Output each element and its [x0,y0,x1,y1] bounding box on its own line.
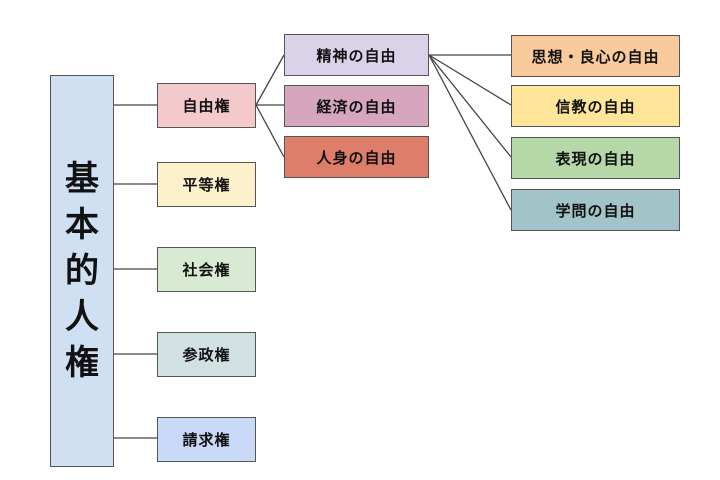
node-freedom-of-religion: 信教の自由 [511,85,680,127]
root-char: 的 [65,251,99,291]
node-personal-freedom: 人身の自由 [284,136,429,178]
connector-freedom-spiritual [255,54,285,106]
node-academic-freedom: 学問の自由 [511,189,680,231]
connector-freedom-personal [255,104,285,158]
node-freedom-of-thought: 思想・良心の自由 [511,35,680,77]
node-equality-rights: 平等権 [157,162,256,207]
connector-spiritual-academic [428,54,512,211]
root-char: 本 [65,205,99,245]
node-petition-rights: 請求権 [157,417,256,462]
node-spiritual-freedom: 精神の自由 [284,34,429,76]
root-node-fundamental-human-rights: 基 本 的 人 権 [50,75,114,467]
root-char: 権 [65,343,99,383]
connector-spiritual-expression [428,54,512,158]
root-char: 人 [65,297,99,337]
node-freedom-of-expression: 表現の自由 [511,137,680,179]
connector-spiritual-religion [428,54,512,106]
root-char: 基 [65,159,99,199]
node-social-rights: 社会権 [157,247,256,292]
node-economic-freedom: 経済の自由 [284,85,429,127]
node-freedom-rights: 自由権 [157,83,256,128]
node-suffrage-rights: 参政権 [157,332,256,377]
